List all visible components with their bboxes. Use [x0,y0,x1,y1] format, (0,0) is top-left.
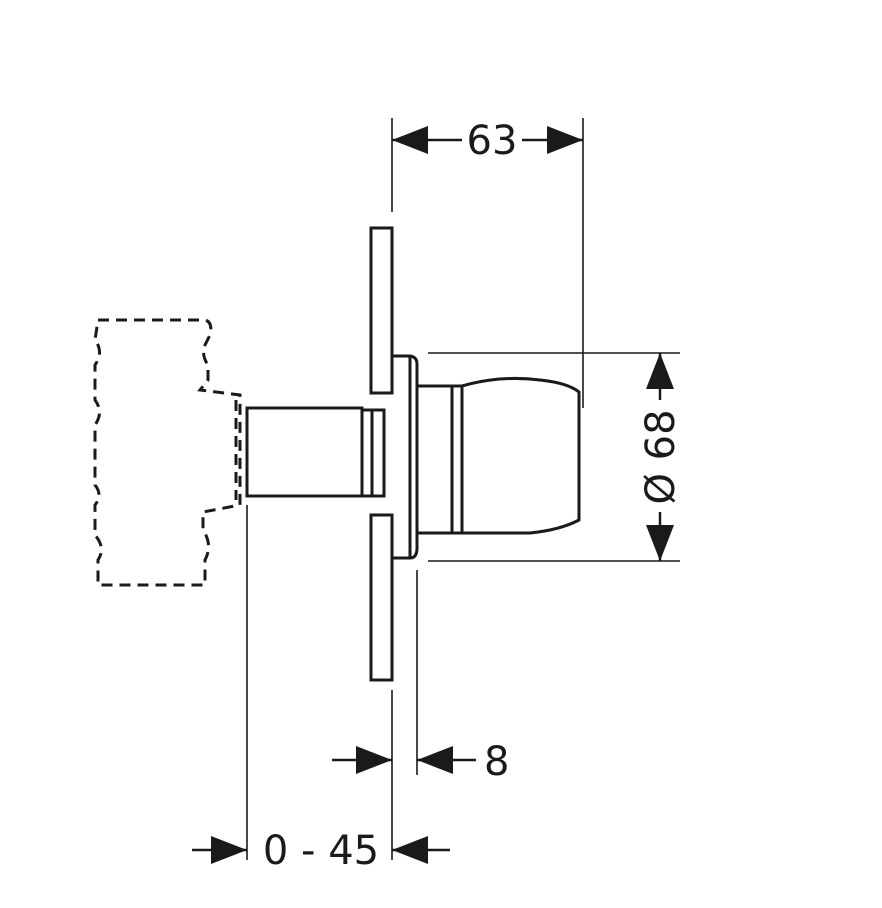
handle [417,376,581,535]
arrow-right-icon [547,126,583,154]
dim-label-diameter: Ø 68 [638,409,684,504]
arrow-down-icon [646,525,674,561]
arrow-left-icon [417,746,453,774]
extension-lines [246,118,680,860]
dimension-diameter-68: Ø 68 [638,353,684,561]
dimension-8: 8 [332,739,509,785]
arrow-left-icon [392,126,428,154]
dimension-0-45: 0 - 45 [192,828,450,874]
dim-label-8: 8 [484,739,509,785]
wall-plate [369,226,394,682]
dim-label-63: 63 [467,118,518,164]
arrow-up-icon [646,353,674,389]
connector-stub [245,406,386,498]
arrow-right-icon [356,746,392,774]
dim-label-0-45: 0 - 45 [263,828,379,874]
arrow-right-icon [211,836,247,864]
arrow-left-icon [392,836,428,864]
dimension-63: 63 [392,118,583,164]
concealed-valve-body [93,318,242,587]
cover-rosette [392,354,419,560]
